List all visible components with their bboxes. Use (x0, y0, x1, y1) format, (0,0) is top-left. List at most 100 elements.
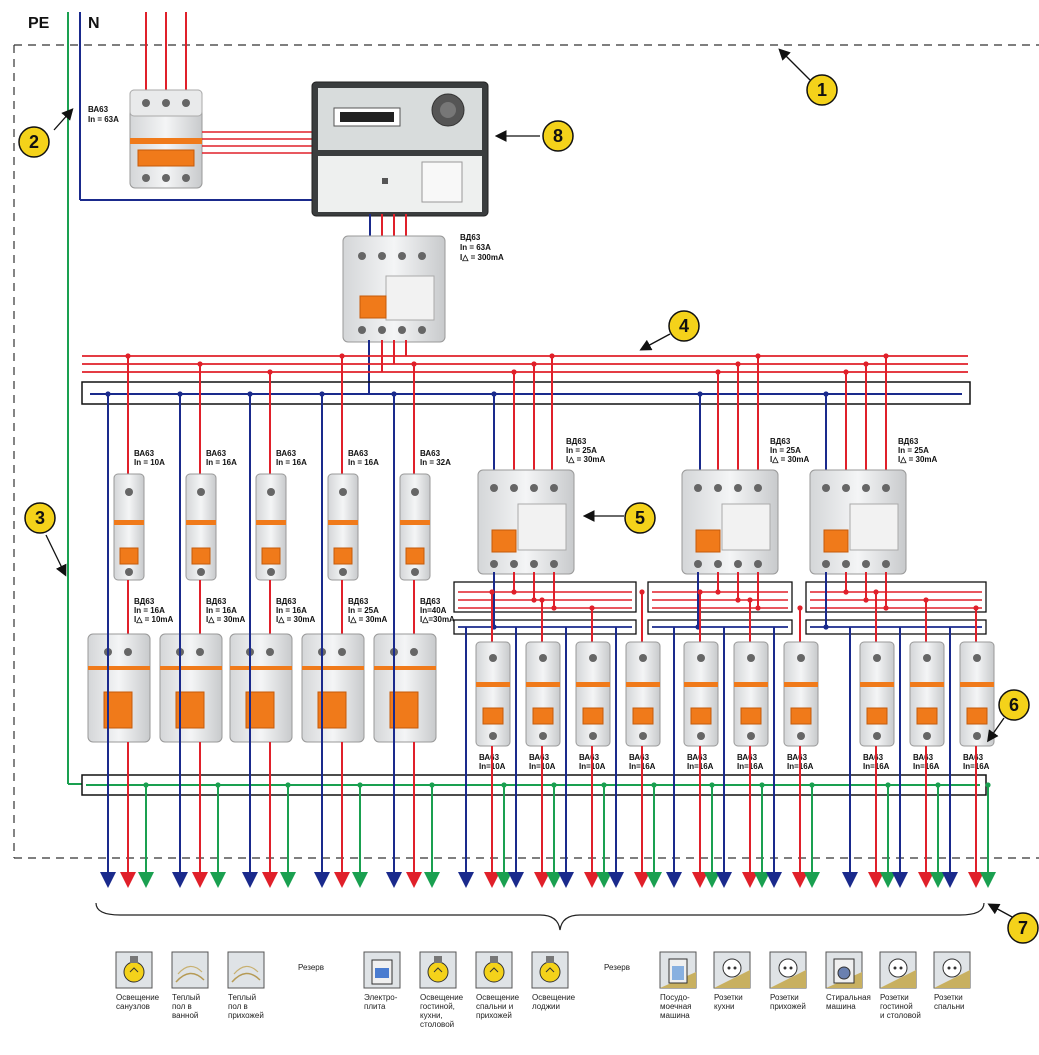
dishwasher-icon (659, 951, 697, 989)
rcbo-leak: I△ = 30mA (348, 615, 388, 624)
load-caption: Освещение (116, 993, 160, 1002)
junction-dot (735, 361, 741, 367)
junction-dot (501, 782, 507, 788)
main-rcd-rating: In = 63A (460, 243, 491, 252)
junction-dot (601, 782, 607, 788)
rcbo-type: ВД63 (420, 597, 441, 606)
junction-dot (885, 782, 891, 788)
breaker-type: ВА63 (579, 753, 600, 762)
rcbo-rating: In=40A (420, 606, 447, 615)
callout-7: 7 (1007, 912, 1039, 944)
rcd-rating: In = 25A (898, 446, 929, 455)
junction-dot (797, 605, 803, 611)
group-breaker[interactable] (733, 641, 769, 747)
load-caption: Освещение (476, 993, 520, 1002)
breaker-type: ВА63 (629, 753, 650, 762)
breaker-type: ВА63 (134, 449, 155, 458)
load-caption: кухни (714, 1002, 734, 1011)
junction-dot (759, 782, 765, 788)
junction-dot (755, 605, 761, 611)
junction-dot (491, 391, 497, 397)
branch-rcbo[interactable] (159, 633, 223, 743)
group-breaker[interactable] (475, 641, 511, 747)
main-rcd-leak: I△ = 300mA (460, 253, 504, 262)
stove-icon (363, 951, 401, 989)
load-caption: Посудо- (660, 993, 690, 1002)
output-arrows (100, 627, 996, 888)
group-breaker[interactable] (683, 641, 719, 747)
load-caption: гостиной (880, 1002, 913, 1011)
group-breaker[interactable] (859, 641, 895, 747)
rcbo-type: ВД63 (134, 597, 155, 606)
breaker-type: ВА63 (787, 753, 808, 762)
group-breaker[interactable] (525, 641, 561, 747)
group-breaker[interactable] (783, 641, 819, 747)
junction-dot (709, 782, 715, 788)
branch-breaker[interactable] (327, 473, 359, 581)
group-rcd[interactable] (477, 469, 575, 575)
junction-dot (285, 782, 291, 788)
breaker-type: ВА63 (420, 449, 441, 458)
washing-machine-icon (825, 951, 863, 989)
load-caption: Электро- (364, 993, 398, 1002)
junction-dot (411, 361, 417, 367)
socket-icon (769, 951, 807, 989)
junction-dot (319, 391, 325, 397)
main-rcd-type: ВД63 (460, 233, 481, 242)
junction-dot (511, 369, 517, 375)
branch-rcbo[interactable] (301, 633, 365, 743)
loads-brace (95, 902, 985, 931)
branch-breaker[interactable] (255, 473, 287, 581)
load-caption: прихожей (228, 1011, 264, 1020)
group-breaker[interactable] (909, 641, 945, 747)
junction-dot (883, 605, 889, 611)
phase-buses (82, 355, 968, 373)
svg-text:6: 6 (1009, 695, 1019, 715)
branch-rcbo[interactable] (229, 633, 293, 743)
group-breaker[interactable] (575, 641, 611, 747)
branch-rcbo[interactable] (373, 633, 437, 743)
load-caption: Стиральная (826, 993, 871, 1002)
svg-text:7: 7 (1018, 918, 1028, 938)
branch-rcbo[interactable] (87, 633, 151, 743)
load-caption: столовой (420, 1020, 454, 1029)
junction-dot (823, 391, 829, 397)
branch-breaker[interactable] (113, 473, 145, 581)
lamp-icon (531, 951, 569, 989)
group-rcd[interactable] (681, 469, 779, 575)
breaker-rating: In = 10A (134, 458, 165, 467)
breaker-rating: In = 32A (420, 458, 451, 467)
load-caption: Теплый (228, 993, 256, 1002)
load-caption: прихожей (770, 1002, 806, 1011)
rcbo-rating: In = 16A (206, 606, 237, 615)
junction-dot (391, 391, 397, 397)
junction-dot (747, 597, 753, 603)
group-breaker[interactable] (625, 641, 661, 747)
rcbo-rating: In = 25A (348, 606, 379, 615)
load-caption: кухни, (420, 1011, 443, 1020)
branch-breaker[interactable] (185, 473, 217, 581)
meter-to-rcd (369, 214, 407, 238)
electricity-meter (311, 81, 489, 217)
group-rcd[interactable] (809, 469, 907, 575)
breaker-to-meter (202, 131, 315, 154)
branch-breaker[interactable] (399, 473, 431, 581)
reserve-label: Резерв (298, 963, 324, 972)
main-breaker[interactable] (129, 89, 203, 189)
callout-3: 3 (24, 502, 56, 534)
group-breaker[interactable] (959, 641, 995, 747)
group-neutral-bus-frame (805, 619, 987, 635)
rcd-type: ВД63 (566, 437, 587, 446)
junction-dot (539, 597, 545, 603)
load-caption: и столовой (880, 1011, 921, 1020)
junction-dot (923, 597, 929, 603)
breaker-rating: In = 16A (348, 458, 379, 467)
rcbo-leak: I△=30mA (420, 615, 455, 624)
junction-dot (489, 589, 495, 595)
main-rcd[interactable] (342, 235, 446, 343)
